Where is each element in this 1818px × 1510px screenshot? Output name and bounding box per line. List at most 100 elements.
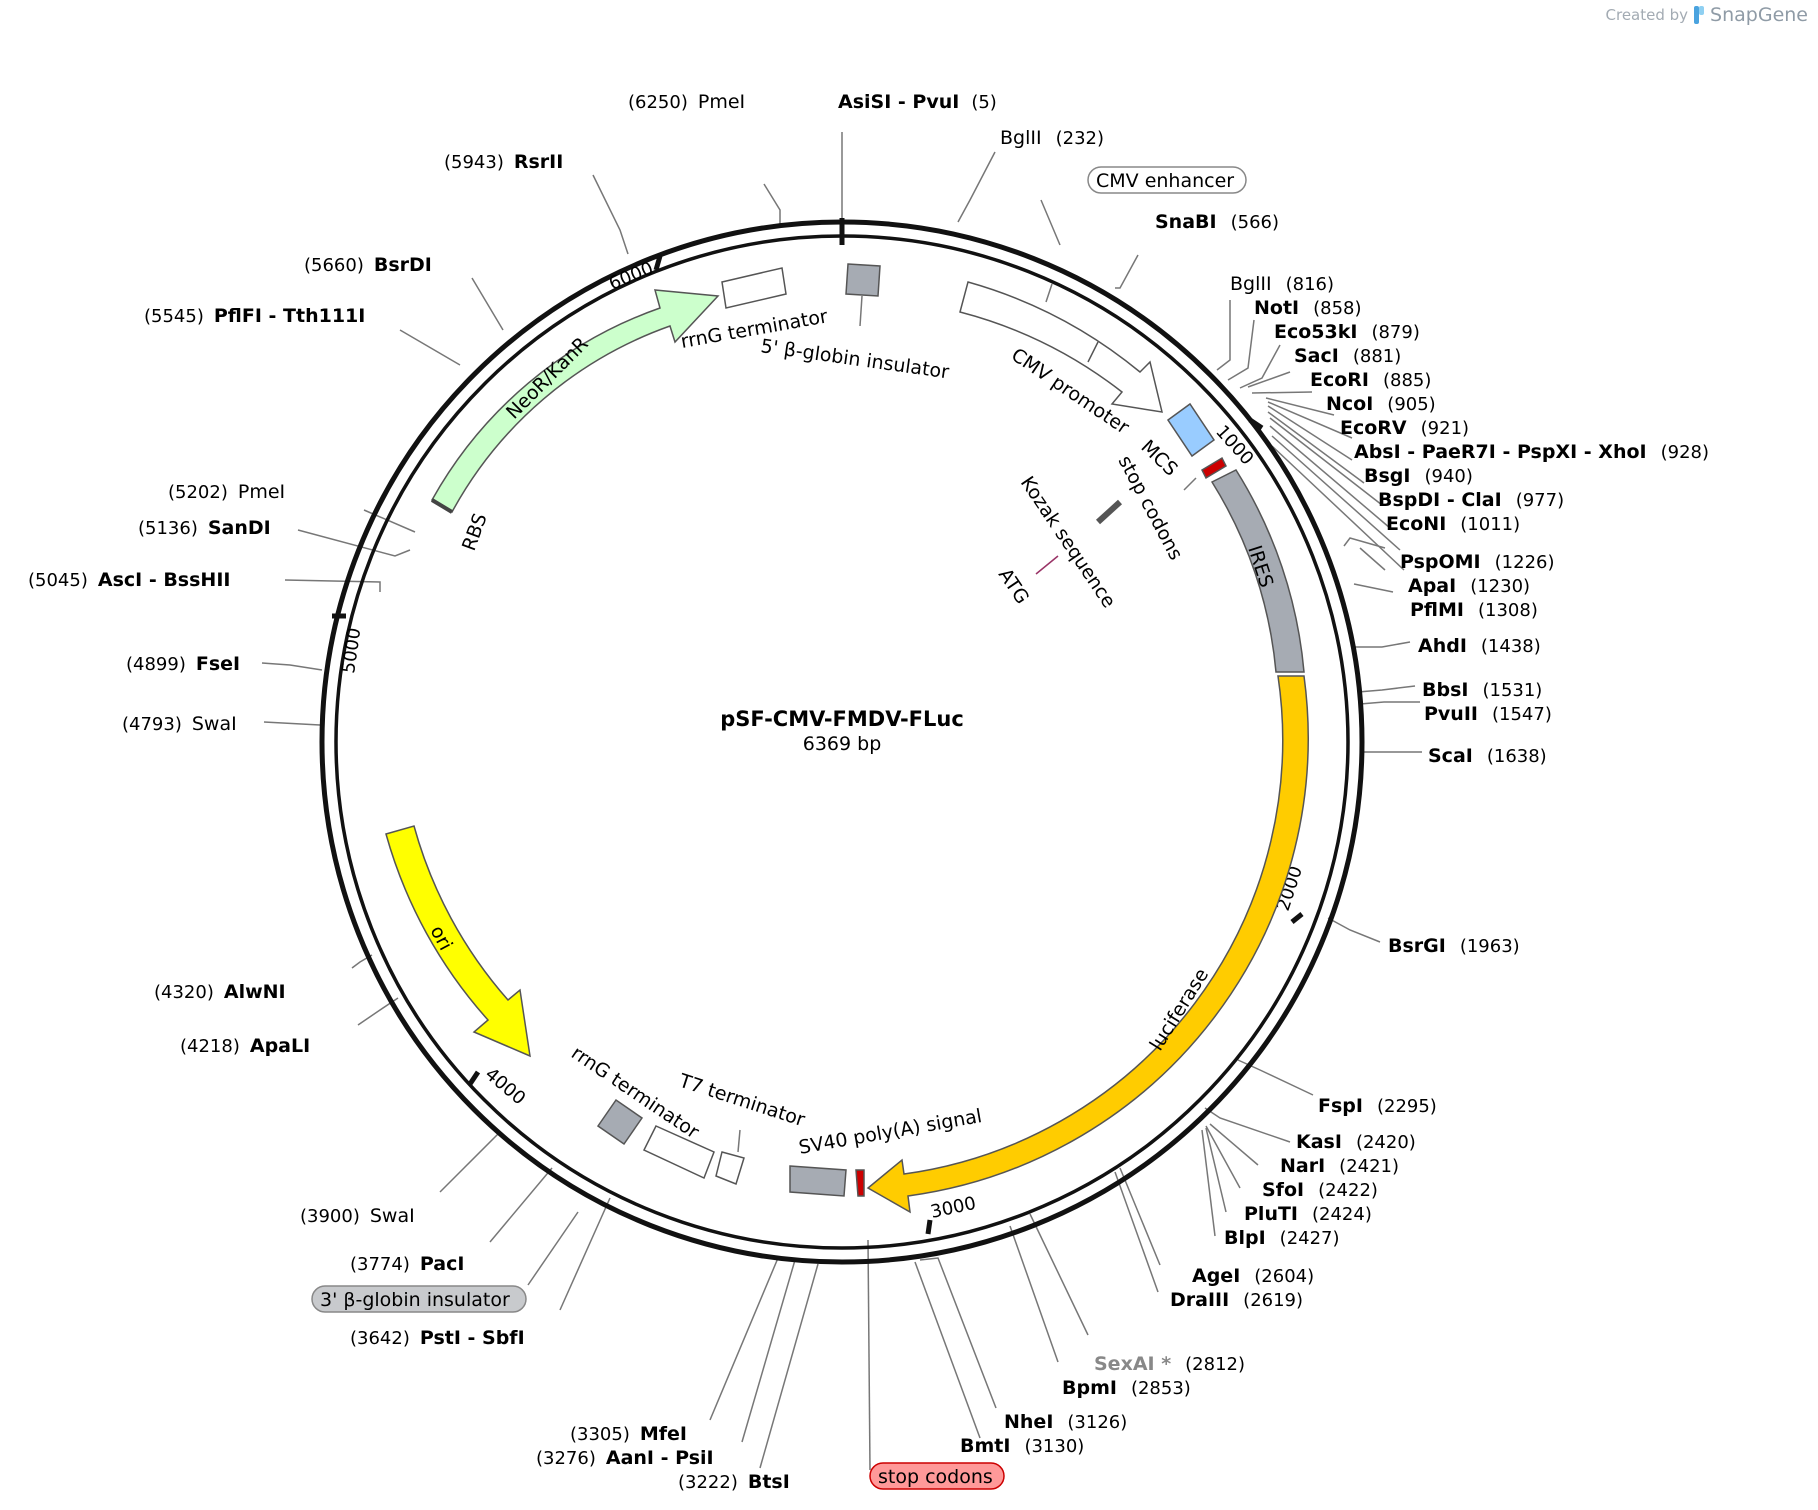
feature-sv40-box <box>789 1165 847 1197</box>
tick-label-5000: 5000 <box>338 626 365 674</box>
feature-3globin-box <box>596 1098 644 1146</box>
site-5202: (5202)PmeI <box>168 481 285 503</box>
feature-neor-arrow <box>430 289 720 514</box>
site-928: AbsI - PaeR7I - PspXI - XhoI(928) <box>1354 441 1709 463</box>
feature-5globin-box <box>845 263 881 297</box>
tick-label-6000: 6000 <box>606 258 656 295</box>
svg-text:EcoNI(1011): EcoNI(1011) <box>1386 513 1520 535</box>
site-5136: (5136)SanDI <box>138 517 271 539</box>
site-232: BglII(232) <box>1000 127 1104 149</box>
site-881: SacI(881) <box>1294 345 1401 367</box>
svg-text:NarI(2421): NarI(2421) <box>1280 1155 1399 1177</box>
site-3642: (3642)PstI - SbfI <box>350 1327 525 1349</box>
svg-text:(5136)SanDI: (5136)SanDI <box>138 517 271 539</box>
site-1531: BbsI(1531) <box>1422 679 1542 701</box>
callout-stop-codons: stop codons <box>869 1462 1005 1490</box>
site-4320: (4320)AlwNI <box>154 981 286 1003</box>
site-3774: (3774)PacI <box>350 1253 464 1275</box>
callout-label-3-globin: 3' β-globin insulator <box>320 1289 510 1311</box>
feature-mcs-box <box>1166 402 1216 458</box>
feature-kozak-mark <box>1095 499 1123 525</box>
svg-text:(5045)AscI - BssHII: (5045)AscI - BssHII <box>28 569 230 591</box>
svg-text:(3642)PstI - SbfI: (3642)PstI - SbfI <box>350 1327 525 1349</box>
feature-label-5globin: 5' β-globin insulator <box>759 335 950 383</box>
svg-text:ApaI(1230): ApaI(1230) <box>1408 575 1530 597</box>
callout-label-cmv-enhancer: CMV enhancer <box>1096 170 1234 192</box>
site-5545: (5545)PflFI - Tth111I <box>144 305 365 327</box>
svg-text:AsiSI - PvuI(5): AsiSI - PvuI(5) <box>838 91 997 113</box>
svg-text:Eco53kI(879): Eco53kI(879) <box>1274 321 1420 343</box>
site-921: EcoRV(921) <box>1340 417 1469 439</box>
svg-text:(5202)PmeI: (5202)PmeI <box>168 481 285 503</box>
svg-text:DraIII(2619): DraIII(2619) <box>1170 1289 1303 1311</box>
callout-cmv-enhancer: CMV enhancer <box>1087 166 1247 194</box>
site-2853: BpmI(2853) <box>1062 1377 1191 1399</box>
site-940: BsgI(940) <box>1364 465 1473 487</box>
svg-text:EcoRV(921): EcoRV(921) <box>1340 417 1469 439</box>
site-5660: (5660)BsrDI <box>304 254 432 276</box>
site-5: AsiSI - PvuI(5) <box>838 91 997 113</box>
svg-text:BglII(232): BglII(232) <box>1000 127 1104 149</box>
feature-label-kozak: Kozak sequence <box>1016 472 1120 611</box>
svg-text:NcoI(905): NcoI(905) <box>1326 393 1436 415</box>
site-6250: (6250)PmeI <box>628 91 745 113</box>
svg-text:PluTI(2424): PluTI(2424) <box>1244 1203 1372 1225</box>
svg-text:(4899)FseI: (4899)FseI <box>126 653 240 675</box>
credit-brand: SnapGene <box>1710 4 1808 26</box>
svg-text:(3276)AanI - PsiI: (3276)AanI - PsiI <box>536 1447 714 1469</box>
site-3900: (3900)SwaI <box>300 1205 415 1227</box>
svg-text:BsrGI(1963): BsrGI(1963) <box>1388 935 1520 957</box>
site-977: BspDI - ClaI(977) <box>1378 489 1564 511</box>
site-leader-lines <box>261 132 1422 1471</box>
site-2604: AgeI(2604) <box>1192 1265 1314 1287</box>
svg-text:NheI(3126): NheI(3126) <box>1004 1411 1127 1433</box>
svg-text:BspDI - ClaI(977): BspDI - ClaI(977) <box>1378 489 1564 511</box>
svg-text:(4793)SwaI: (4793)SwaI <box>122 713 237 735</box>
plasmid-name: pSF-CMV-FMDV-FLuc <box>720 707 964 731</box>
feature-atg-mark <box>1035 555 1059 575</box>
svg-text:AgeI(2604): AgeI(2604) <box>1192 1265 1314 1287</box>
svg-text:BbsI(1531): BbsI(1531) <box>1422 679 1542 701</box>
callout-label-stop-codons: stop codons <box>878 1466 993 1488</box>
svg-text:(5943)RsrII: (5943)RsrII <box>444 151 563 173</box>
svg-text:BsgI(940): BsgI(940) <box>1364 465 1473 487</box>
svg-text:PspOMI(1226): PspOMI(1226) <box>1400 551 1555 573</box>
feature-ori-arrow <box>385 825 531 1058</box>
svg-text:SacI(881): SacI(881) <box>1294 345 1401 367</box>
site-3126: NheI(3126) <box>1004 1411 1127 1433</box>
site-816: BglII(816) <box>1230 273 1334 295</box>
snapgene-credit: Created by SnapGene <box>1606 4 1808 26</box>
svg-text:PvuII(1547): PvuII(1547) <box>1424 703 1552 725</box>
svg-text:SexAI *(2812): SexAI *(2812) <box>1094 1353 1245 1375</box>
site-2812: SexAI *(2812) <box>1094 1353 1245 1375</box>
feature-t7-box <box>715 1151 745 1185</box>
svg-text:(3900)SwaI: (3900)SwaI <box>300 1205 415 1227</box>
svg-text:SfoI(2422): SfoI(2422) <box>1262 1179 1378 1201</box>
site-1438: AhdI(1438) <box>1418 635 1541 657</box>
site-1308: PflMI(1308) <box>1410 599 1538 621</box>
feature-label-neor: NeoR/KanR <box>502 333 593 424</box>
svg-text:PflMI(1308): PflMI(1308) <box>1410 599 1538 621</box>
site-2619: DraIII(2619) <box>1170 1289 1303 1311</box>
site-2295: FspI(2295) <box>1318 1095 1437 1117</box>
feature-label-atg: ATG <box>994 564 1033 608</box>
site-2421: NarI(2421) <box>1280 1155 1399 1177</box>
site-5045: (5045)AscI - BssHII <box>28 569 230 591</box>
site-1230: ApaI(1230) <box>1408 575 1530 597</box>
feature-ires-box <box>1210 469 1305 673</box>
site-1963: BsrGI(1963) <box>1388 935 1520 957</box>
feature-stop-bottom-box <box>855 1169 865 1197</box>
site-858: NotI(858) <box>1254 297 1362 319</box>
svg-text:(5660)BsrDI: (5660)BsrDI <box>304 254 432 276</box>
svg-text:(3774)PacI: (3774)PacI <box>350 1253 464 1275</box>
credit-prefix: Created by <box>1605 6 1689 24</box>
snapgene-logo-icon <box>1694 6 1705 24</box>
feature-luciferase-arrow <box>866 675 1309 1214</box>
svg-text:BpmI(2853): BpmI(2853) <box>1062 1377 1191 1399</box>
site-3222: (3222)BtsI <box>678 1471 790 1493</box>
svg-text:(3222)BtsI: (3222)BtsI <box>678 1471 790 1493</box>
callout-3-globin: 3' β-globin insulator <box>311 1285 527 1313</box>
svg-text:(6250)PmeI: (6250)PmeI <box>628 91 745 113</box>
feature-stop-top-box <box>1201 456 1227 480</box>
site-4218: (4218)ApaLI <box>180 1035 310 1057</box>
